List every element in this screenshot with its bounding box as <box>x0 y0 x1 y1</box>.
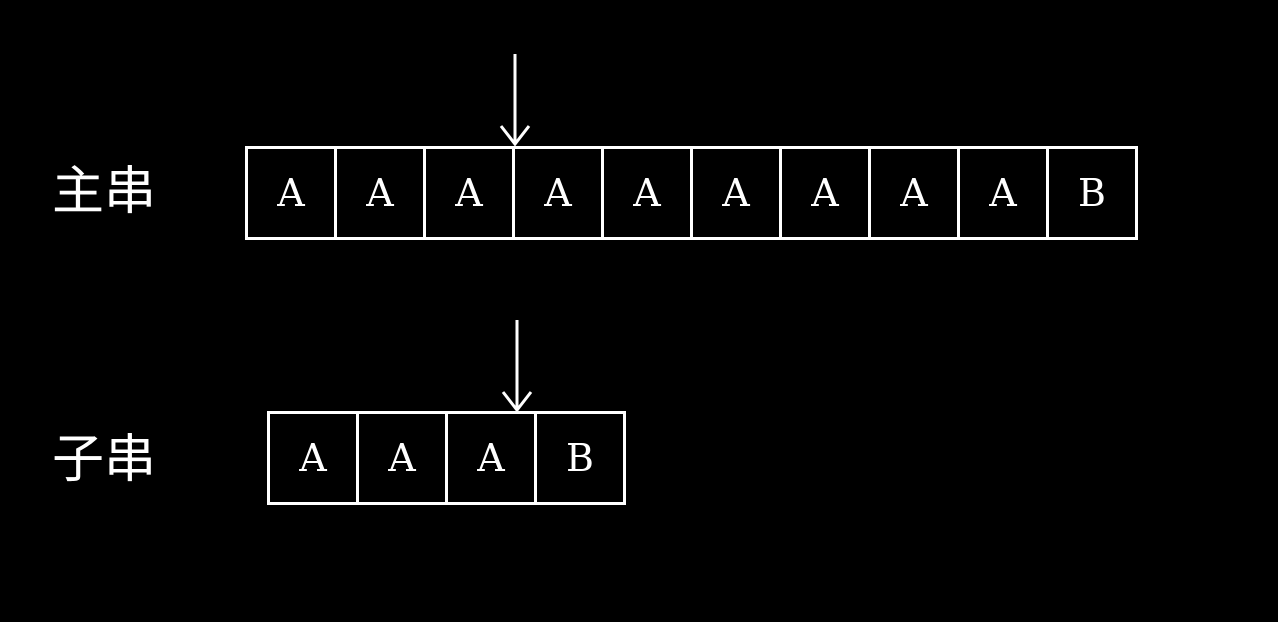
main-string-label: 主串 <box>52 162 157 222</box>
sub-string-cell: B <box>537 414 626 502</box>
main-string-cell: A <box>515 149 604 237</box>
main-string-pointer-arrow-icon <box>499 54 531 147</box>
sub-string-pointer-arrow-icon <box>501 320 533 413</box>
main-string-cell: A <box>782 149 871 237</box>
sub-string-cell: A <box>448 414 537 502</box>
main-string-cell: A <box>960 149 1049 237</box>
main-string-cell: A <box>248 149 337 237</box>
main-string-cell: A <box>426 149 515 237</box>
sub-string-cell: A <box>270 414 359 502</box>
main-string-cell: A <box>337 149 426 237</box>
main-string-cell: A <box>693 149 782 237</box>
main-string-cell: A <box>871 149 960 237</box>
sub-string-label: 子串 <box>52 430 157 490</box>
main-string-cell: B <box>1049 149 1138 237</box>
main-string-cell: A <box>604 149 693 237</box>
sub-string-cell: A <box>359 414 448 502</box>
